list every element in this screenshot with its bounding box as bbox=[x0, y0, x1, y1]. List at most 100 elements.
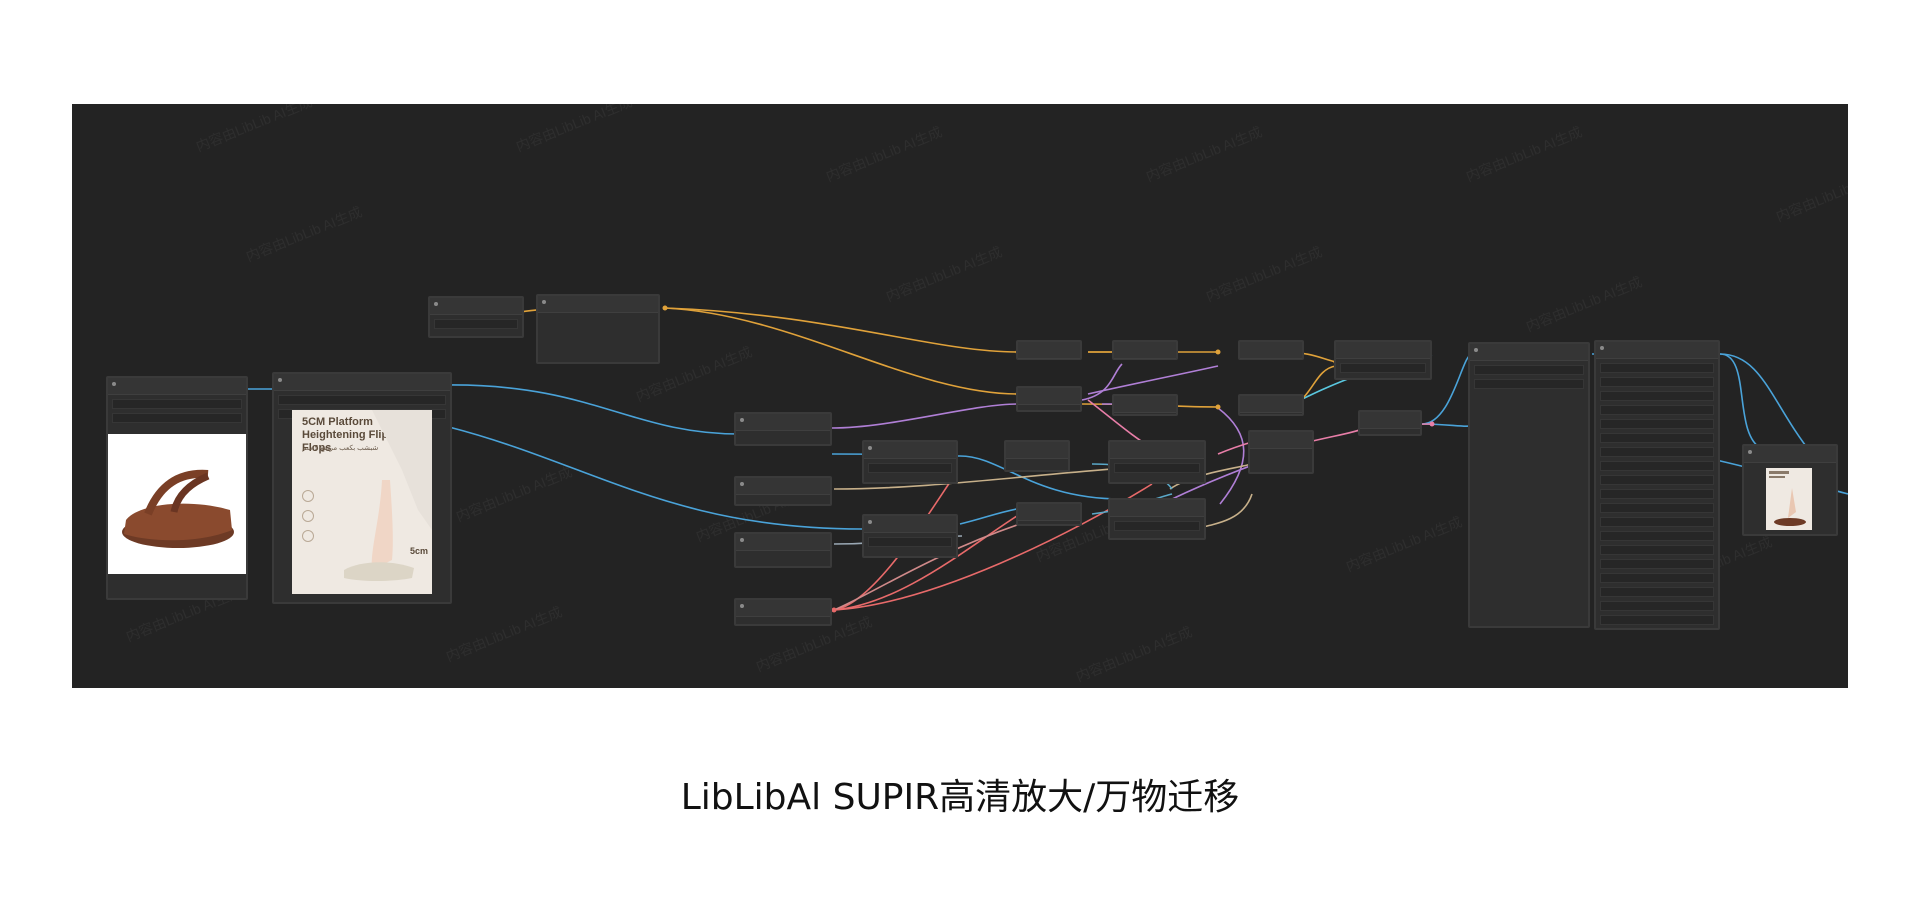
collapse-dot-icon[interactable] bbox=[740, 604, 744, 608]
node-widget[interactable] bbox=[434, 319, 518, 329]
node-header[interactable] bbox=[1110, 442, 1204, 459]
node-widget[interactable] bbox=[868, 537, 952, 547]
node-header[interactable] bbox=[1250, 432, 1312, 449]
node-header[interactable] bbox=[1018, 342, 1080, 359]
node-header[interactable] bbox=[1240, 396, 1302, 413]
collapse-dot-icon[interactable] bbox=[740, 418, 744, 422]
feature-icon bbox=[302, 510, 314, 522]
collapse-dot-icon[interactable] bbox=[740, 482, 744, 486]
node-widget[interactable] bbox=[1600, 489, 1714, 499]
supir-sampler-node[interactable] bbox=[1468, 342, 1590, 628]
prompt-node-b[interactable] bbox=[862, 514, 958, 558]
node-widget[interactable] bbox=[1600, 559, 1714, 569]
node-widget[interactable] bbox=[1600, 531, 1714, 541]
image-scale-node[interactable] bbox=[734, 532, 832, 568]
lora-loader-node[interactable] bbox=[428, 296, 524, 338]
node-widget[interactable] bbox=[1114, 521, 1200, 531]
node-header[interactable] bbox=[736, 600, 830, 617]
wire-latent bbox=[833, 478, 953, 611]
node-header[interactable] bbox=[1114, 396, 1176, 413]
node-widget[interactable] bbox=[278, 395, 446, 405]
node-widget[interactable] bbox=[1600, 363, 1714, 373]
node-widget[interactable] bbox=[1600, 503, 1714, 513]
ksampler-node[interactable] bbox=[1334, 340, 1432, 380]
sampler-node-3[interactable] bbox=[1248, 430, 1314, 474]
conditioning-node-2[interactable] bbox=[1016, 502, 1082, 526]
collapse-dot-icon[interactable] bbox=[112, 382, 116, 386]
supir-node-2[interactable] bbox=[1112, 394, 1178, 416]
node-header[interactable] bbox=[1744, 446, 1836, 463]
node-header[interactable] bbox=[1240, 342, 1302, 359]
node-widget[interactable] bbox=[1474, 379, 1584, 389]
node-header[interactable] bbox=[1006, 442, 1068, 459]
node-widget[interactable] bbox=[1340, 363, 1426, 373]
wire-image bbox=[1719, 353, 1813, 455]
node-widget[interactable] bbox=[1600, 461, 1714, 471]
node-widget[interactable] bbox=[1600, 475, 1714, 485]
node-header[interactable] bbox=[108, 378, 246, 395]
image-preview-node[interactable]: 5CM Platform Heightening Flip Flops شبشب… bbox=[272, 372, 452, 604]
node-header[interactable] bbox=[1336, 342, 1430, 359]
node-header[interactable] bbox=[864, 442, 956, 459]
node-header[interactable] bbox=[864, 516, 956, 533]
node-widget[interactable] bbox=[1474, 365, 1584, 375]
empty-latent-node[interactable] bbox=[734, 598, 832, 626]
node-graph-canvas[interactable]: 内容由LibLib AI生成 内容由LibLib AI生成 内容由LibLib … bbox=[72, 104, 1848, 688]
node-header[interactable] bbox=[736, 534, 830, 551]
node-widget[interactable] bbox=[1600, 545, 1714, 555]
supir-decode-node[interactable] bbox=[1108, 498, 1206, 540]
node-widget[interactable] bbox=[1600, 517, 1714, 527]
node-header[interactable] bbox=[430, 298, 522, 315]
node-widget[interactable] bbox=[868, 463, 952, 473]
text-encode-node[interactable] bbox=[734, 412, 832, 446]
collapse-dot-icon[interactable] bbox=[434, 302, 438, 306]
node-header[interactable] bbox=[1018, 388, 1080, 405]
load-image-node[interactable] bbox=[106, 376, 248, 600]
supir-node-1[interactable] bbox=[1112, 340, 1178, 360]
save-image-node[interactable] bbox=[1742, 444, 1838, 536]
collapse-dot-icon[interactable] bbox=[542, 300, 546, 304]
node-header[interactable] bbox=[736, 478, 830, 495]
collapse-dot-icon[interactable] bbox=[740, 538, 744, 542]
checkpoint-loader-node[interactable] bbox=[536, 294, 660, 364]
conditioning-node-1[interactable] bbox=[1004, 440, 1070, 472]
collapse-dot-icon[interactable] bbox=[1748, 450, 1752, 454]
node-header[interactable] bbox=[1596, 342, 1718, 359]
node-widget[interactable] bbox=[1600, 587, 1714, 597]
collapse-dot-icon[interactable] bbox=[1474, 348, 1478, 352]
poster-feature bbox=[302, 530, 342, 542]
node-header[interactable] bbox=[1114, 342, 1176, 359]
node-widget[interactable] bbox=[1600, 447, 1714, 457]
node-widget[interactable] bbox=[112, 413, 242, 423]
upscale-node[interactable] bbox=[1358, 410, 1422, 436]
node-header[interactable] bbox=[1470, 344, 1588, 361]
node-widget[interactable] bbox=[1600, 573, 1714, 583]
model-node-2[interactable] bbox=[1016, 386, 1082, 412]
sampler-node-2[interactable] bbox=[1238, 394, 1304, 416]
collapse-dot-icon[interactable] bbox=[868, 446, 872, 450]
node-widget[interactable] bbox=[1600, 377, 1714, 387]
node-widget[interactable] bbox=[1600, 615, 1714, 625]
node-widget[interactable] bbox=[112, 399, 242, 409]
vae-loader-node[interactable] bbox=[734, 476, 832, 506]
supir-encode-node[interactable] bbox=[1108, 440, 1206, 484]
node-header[interactable] bbox=[274, 374, 450, 391]
node-widget[interactable] bbox=[1600, 419, 1714, 429]
prompt-node-a[interactable] bbox=[862, 440, 958, 484]
node-header[interactable] bbox=[736, 414, 830, 431]
node-widget[interactable] bbox=[1114, 463, 1200, 473]
model-node-1[interactable] bbox=[1016, 340, 1082, 360]
sampler-node-1[interactable] bbox=[1238, 340, 1304, 360]
collapse-dot-icon[interactable] bbox=[1600, 346, 1604, 350]
supir-settings-node[interactable] bbox=[1594, 340, 1720, 630]
node-header[interactable] bbox=[1360, 412, 1420, 429]
node-widget[interactable] bbox=[1600, 405, 1714, 415]
collapse-dot-icon[interactable] bbox=[868, 520, 872, 524]
node-header[interactable] bbox=[538, 296, 658, 313]
collapse-dot-icon[interactable] bbox=[278, 378, 282, 382]
node-header[interactable] bbox=[1018, 504, 1080, 521]
node-header[interactable] bbox=[1110, 500, 1204, 517]
node-widget[interactable] bbox=[1600, 601, 1714, 611]
node-widget[interactable] bbox=[1600, 391, 1714, 401]
node-widget[interactable] bbox=[1600, 433, 1714, 443]
